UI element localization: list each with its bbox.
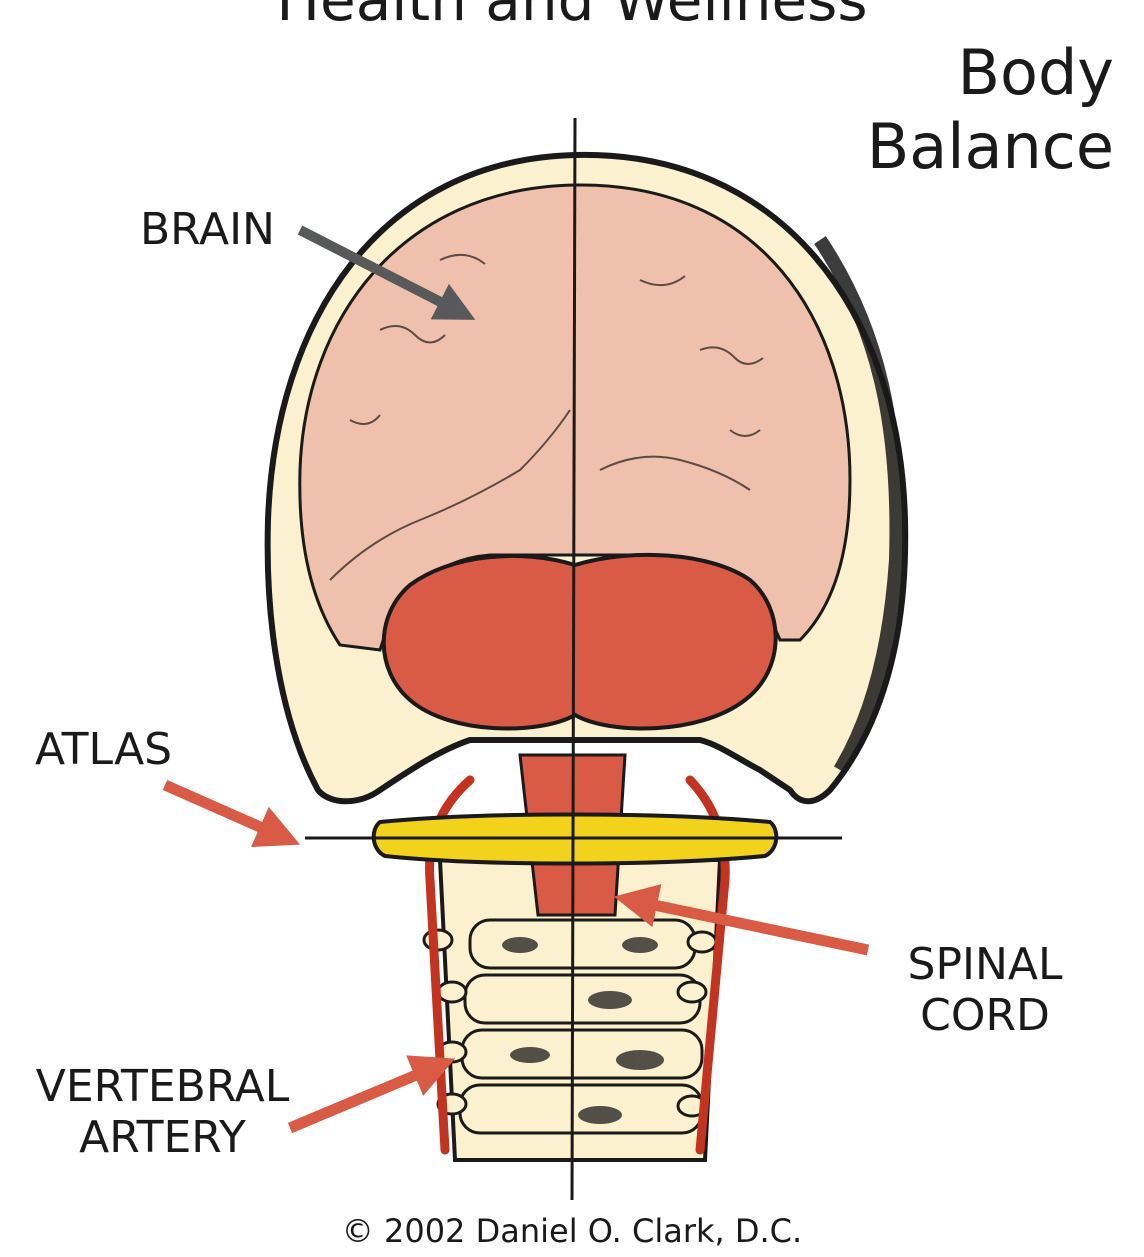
vertebral-artery-label-line-2: ARTERY	[20, 1113, 305, 1164]
copyright-notice: © 2002 Daniel O. Clark, D.C.	[0, 1212, 1144, 1250]
vertebral-artery-label-line-1: VERTEBRAL	[20, 1062, 305, 1113]
spinal-cord-label-line-1: SPINAL	[880, 940, 1090, 991]
atlas-label: ATLAS	[35, 725, 172, 776]
vertebral-artery-label: VERTEBRAL ARTERY	[20, 1062, 305, 1163]
spinal-cord-label-line-2: CORD	[880, 991, 1090, 1042]
spinal-cord-label: SPINAL CORD	[880, 940, 1090, 1041]
brain-label: BRAIN	[140, 205, 275, 256]
vertebral-artery-arrow	[290, 1065, 440, 1128]
atlas-arrow	[165, 785, 285, 838]
cerebellum	[384, 555, 776, 729]
